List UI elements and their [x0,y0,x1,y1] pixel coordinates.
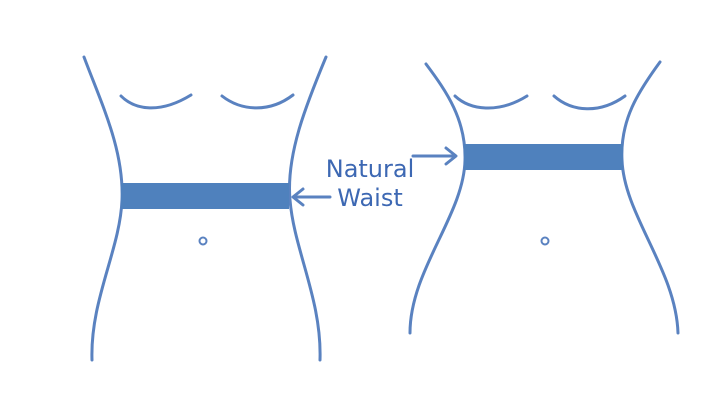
label-natural: Natural [326,155,415,183]
right-torso-navel [540,236,550,246]
arrow-to-left-band [291,187,332,207]
left-torso-left-chest-curve [119,93,193,110]
left-torso-left-outline [82,55,124,362]
left-torso-navel [198,236,208,246]
left-torso-right-outline [287,55,328,362]
right-torso-right-outline [620,60,680,335]
right-torso-left-chest-curve [453,94,529,110]
label-waist: Waist [337,184,402,212]
right-torso-left-outline [408,62,467,335]
left-waist-band [121,183,289,209]
arrow-to-right-band [411,146,458,166]
right-torso-figure [408,60,680,335]
right-waist-band [464,144,623,170]
left-torso-right-chest-curve [220,93,295,110]
right-torso-right-chest-curve [552,94,627,111]
